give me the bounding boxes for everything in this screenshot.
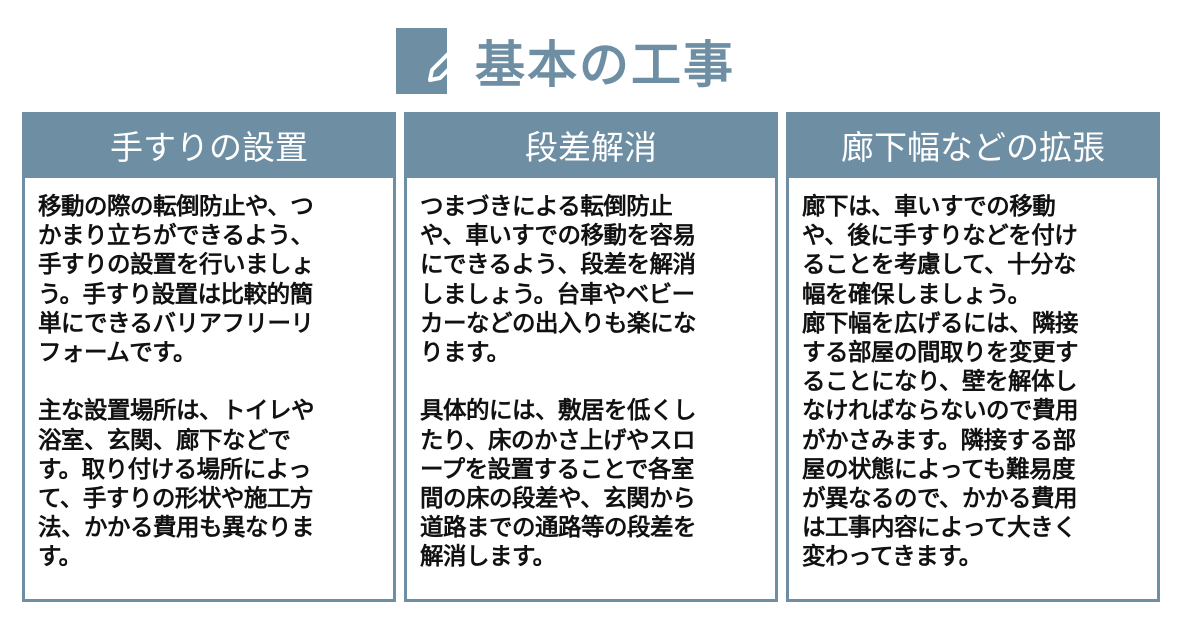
body-text-line: なければならないので費用 <box>802 396 1079 425</box>
body-text-line: しましょう。台車やベビー <box>420 279 695 308</box>
column-corridor-widening: 廊下幅などの拡張 廊下は、車いすでの移動や、後に手すりなどを付けることを考慮して… <box>786 112 1160 602</box>
body-text-line: ります。 <box>420 337 510 366</box>
column-body: つまづきによる転倒防止や、車いすでの移動を容易にできるよう、段差を解消しましょう… <box>404 178 778 602</box>
body-text-line: する部屋の間取りを変更す <box>802 337 1079 366</box>
body-text-line: フォームです。 <box>38 337 196 366</box>
body-text-line: かまり立ちができるよう、 <box>38 221 314 250</box>
body-text-line: 手すりの設置を行いましょ <box>38 250 315 279</box>
body-text-line: 間の床の段差や、玄関から <box>420 483 696 512</box>
body-text-line: 移動の際の転倒防止や、つ <box>38 192 314 220</box>
body-text-line: 浴室、玄関、廊下などで <box>38 425 291 454</box>
body-text-line: が異なるので、かかる費用 <box>802 483 1078 512</box>
body-text-line: がかさみます。隣接する部 <box>802 425 1076 454</box>
body-text-line <box>420 367 775 396</box>
column-heading: 手すりの設置 <box>22 112 396 178</box>
body-text-line: て、手すりの形状や施工方 <box>38 483 313 512</box>
body-text-line: 道路までの通路等の段差を <box>420 513 697 542</box>
body-text-line: 変わってきます。 <box>802 542 982 571</box>
body-text-line: たり、床のかさ上げやスロ <box>420 425 696 454</box>
body-text-line: ることを考慮して、十分な <box>802 250 1077 279</box>
body-text-line: 主な設置場所は、トイレや <box>38 396 315 425</box>
body-text-line: 幅を確保しましょう。 <box>802 279 1031 308</box>
body-text-line: う。手すり設置は比較的簡 <box>38 279 313 308</box>
body-text-line: や、後に手すりなどを付け <box>802 221 1078 250</box>
body-text-line: 解消します。 <box>420 542 556 571</box>
body-text-line: 法、かかる費用も異なりま <box>38 513 315 542</box>
title-text: 基本の工事 <box>475 36 735 94</box>
column-step-removal: 段差解消 つまづきによる転倒防止や、車いすでの移動を容易にできるよう、段差を解消… <box>404 112 778 602</box>
pencil-icon <box>396 28 464 94</box>
body-text-line: にできるよう、段差を解消 <box>420 250 696 279</box>
body-text-line: す。取り付ける場所によっ <box>38 454 311 483</box>
body-text-line <box>38 367 393 396</box>
body-text-line: は工事内容によって大きく <box>802 513 1077 542</box>
body-text-line: 屋の状態によっても難易度 <box>802 454 1075 483</box>
body-text-line: ることになり、壁を解体し <box>802 367 1078 396</box>
body-text-line: や、車いすでの移動を容易 <box>420 221 696 250</box>
body-text-line: 単にできるバリアフリーリ <box>38 308 314 337</box>
body-text-line: 廊下幅を広げるには、隣接 <box>802 308 1079 337</box>
body-text-line: つまづきによる転倒防止 <box>420 192 673 220</box>
body-text-line: カーなどの出入りも楽にな <box>420 308 697 337</box>
column-heading: 廊下幅などの拡張 <box>786 112 1160 178</box>
column-body: 廊下は、車いすでの移動や、後に手すりなどを付けることを考慮して、十分な幅を確保し… <box>786 178 1160 602</box>
body-text-line: ープを設置することで各室 <box>420 454 694 483</box>
body-text-line: 具体的には、敷居を低くし <box>420 396 697 425</box>
column-body: 移動の際の転倒防止や、つかまり立ちができるよう、手すりの設置を行いましょう。手す… <box>22 178 396 602</box>
page-title: 基本の工事 <box>396 28 735 94</box>
body-text-line: す。 <box>38 542 82 571</box>
column-handrail: 手すりの設置 移動の際の転倒防止や、つかまり立ちができるよう、手すりの設置を行い… <box>22 112 396 602</box>
body-text-line: 廊下は、車いすでの移動 <box>802 192 1056 220</box>
column-heading: 段差解消 <box>404 112 778 178</box>
